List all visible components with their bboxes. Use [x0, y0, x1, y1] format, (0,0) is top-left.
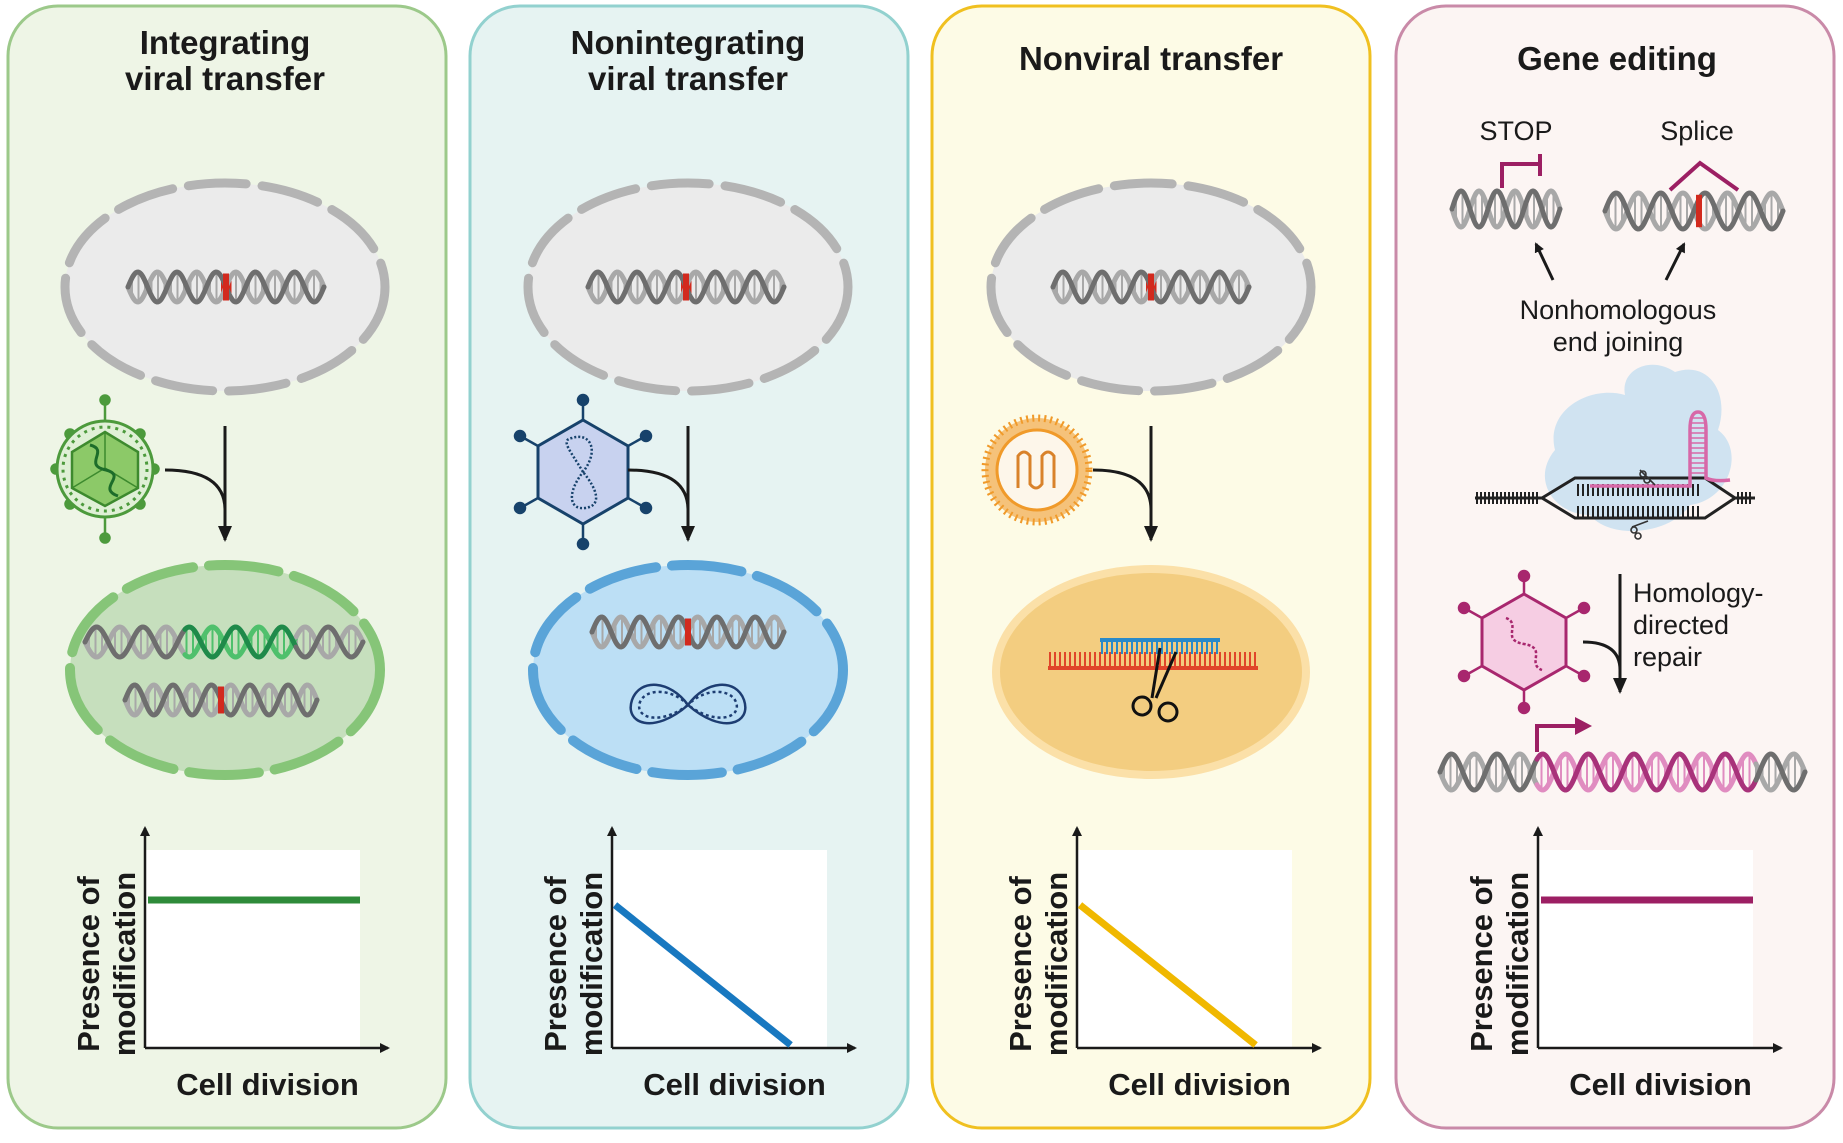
dna-helix — [82, 624, 366, 660]
nucleus-after — [528, 560, 848, 780]
nucleus-after — [992, 565, 1310, 779]
nucleus-before — [523, 178, 853, 396]
nucleus-after — [65, 560, 385, 780]
lipid-nanoparticle-icon — [981, 414, 1093, 526]
hdr-label-3: repair — [1633, 642, 1702, 672]
hdr-label-2: directed — [1633, 610, 1729, 640]
splice-label: Splice — [1660, 116, 1734, 146]
promoter-arrow — [1535, 724, 1575, 752]
x-axis-label: Cell division — [643, 1067, 826, 1102]
y-axis-label-1: Presence of — [538, 875, 573, 1051]
y-axis-label-1: Presence of — [1003, 875, 1038, 1051]
x-axis-label: Cell division — [1569, 1067, 1752, 1102]
panel-nonviral: Nonviral transfer — [930, 4, 1372, 1130]
panel-1-title-2: viral transfer — [125, 60, 325, 97]
nonintegrating-arrow — [627, 426, 695, 542]
splice-marker — [1668, 160, 1740, 192]
integrating-virus-icon — [50, 394, 160, 544]
modification-trend-line — [1077, 902, 1258, 1048]
crispr-complex — [1048, 638, 1258, 670]
panel-nonintegrating: Nonintegrating viral transfer — [468, 4, 910, 1130]
aav-virus-icon — [513, 393, 653, 551]
y-axis-label-1: Presence of — [71, 875, 106, 1051]
panel-4-title: Gene editing — [1517, 40, 1717, 77]
hdr-arrow — [1582, 574, 1627, 694]
nonviral-arrow — [1092, 426, 1158, 542]
stop-codon-dna — [1449, 154, 1563, 230]
panel-integrating: Integrating viral transfer — [6, 4, 448, 1130]
y-axis-label-1: Presence of — [1464, 875, 1499, 1051]
scissors-icon — [1131, 647, 1179, 723]
dna-helix — [1050, 269, 1252, 305]
nhej-label-1: Nonhomologous — [1520, 295, 1717, 325]
nucleus-before — [986, 178, 1316, 396]
nhej-arrow-left — [1534, 242, 1555, 281]
stop-marker — [1500, 162, 1540, 188]
chart-plot-area — [145, 850, 360, 1048]
chart-plot-area — [612, 850, 827, 1048]
nhej-label-2: end joining — [1553, 327, 1684, 357]
dna-helix — [1602, 190, 1786, 232]
episome — [629, 683, 747, 725]
dna-helix — [125, 269, 327, 305]
dna-helix — [1437, 751, 1808, 793]
dna-helix — [589, 614, 787, 650]
chart-plot-area — [1538, 850, 1753, 1048]
panel-3-title: Nonviral transfer — [1019, 40, 1283, 77]
panel-4-frame — [1394, 4, 1836, 1130]
y-axis-label-2: modification — [107, 872, 142, 1056]
dna-helix — [585, 269, 787, 305]
dna-helix — [1449, 188, 1563, 230]
cas9-complex — [1475, 364, 1755, 540]
edited-dna — [1437, 717, 1808, 793]
hdr-label-1: Homology- — [1633, 578, 1764, 608]
x-axis-label: Cell division — [176, 1067, 359, 1102]
panel-2-title-1: Nonintegrating — [571, 24, 806, 61]
y-axis-label-2: modification — [1500, 872, 1535, 1056]
panel-2-title-2: viral transfer — [588, 60, 788, 97]
nhej-arrow-right — [1664, 242, 1686, 281]
y-axis-label-2: modification — [1039, 872, 1074, 1056]
y-axis-label-2: modification — [574, 872, 609, 1056]
chart-plot-area — [1077, 850, 1292, 1048]
panel-gene-editing: Gene editing STOP Splice Nonhomologous e… — [1394, 4, 1836, 1130]
panel-1-title-1: Integrating — [140, 24, 311, 61]
dna-helix — [122, 682, 320, 718]
aav-donor-icon — [1457, 569, 1591, 715]
stop-label: STOP — [1479, 116, 1552, 146]
nucleus-before — [60, 178, 390, 396]
splice-dna — [1602, 160, 1786, 232]
modification-trend-line — [612, 902, 793, 1048]
integrating-arrow — [164, 426, 232, 542]
x-axis-label: Cell division — [1108, 1067, 1291, 1102]
